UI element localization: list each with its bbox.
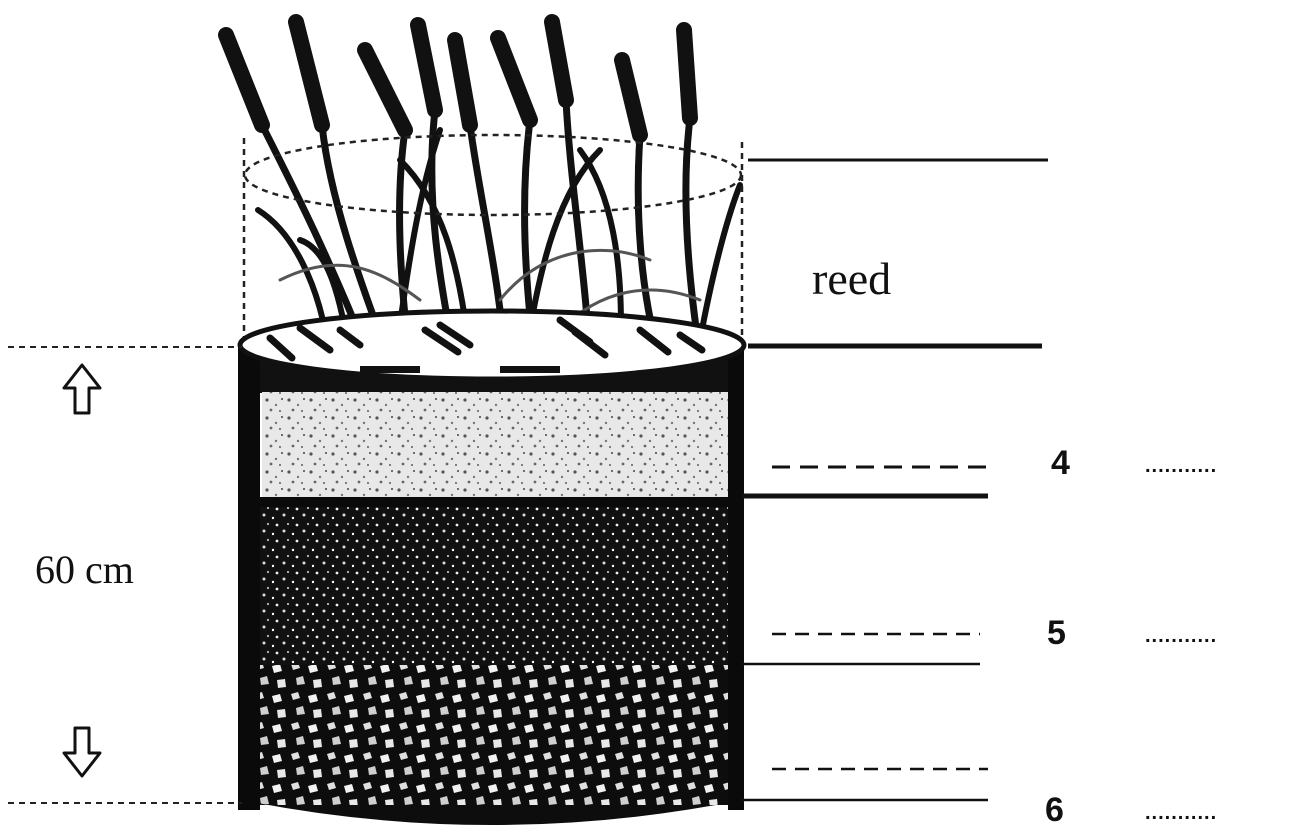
layer-item-5: 5 ...........: [1047, 614, 1217, 652]
answer-blank: ...........: [1145, 802, 1217, 824]
layer-item-4: 4 ...........: [1051, 444, 1217, 482]
sand-gravel-separator: [242, 497, 742, 507]
label-lines: [742, 160, 1048, 800]
container-right-wall: [728, 345, 744, 810]
container-left-wall: [238, 345, 260, 810]
sand-layer: [262, 392, 732, 504]
layer-number: 4: [1051, 444, 1070, 482]
height-label: 60 cm: [35, 547, 134, 592]
layer-number: 6: [1045, 791, 1064, 829]
filter-container: [238, 311, 744, 825]
arrow-down-outline-icon: [64, 728, 100, 776]
fine-gravel-layer: [242, 505, 742, 665]
container-rim: [240, 311, 744, 379]
answer-blank: ...........: [1145, 625, 1217, 647]
layer-number: 5: [1047, 614, 1066, 652]
layer-item-6: 6 ...........: [1045, 791, 1217, 829]
answer-blank: ...........: [1145, 455, 1217, 477]
arrow-up-outline-icon: [64, 365, 100, 413]
coarse-gravel-layer: [242, 665, 742, 805]
reed-label: reed: [812, 253, 891, 304]
height-indicator: 60 cm: [8, 347, 242, 803]
